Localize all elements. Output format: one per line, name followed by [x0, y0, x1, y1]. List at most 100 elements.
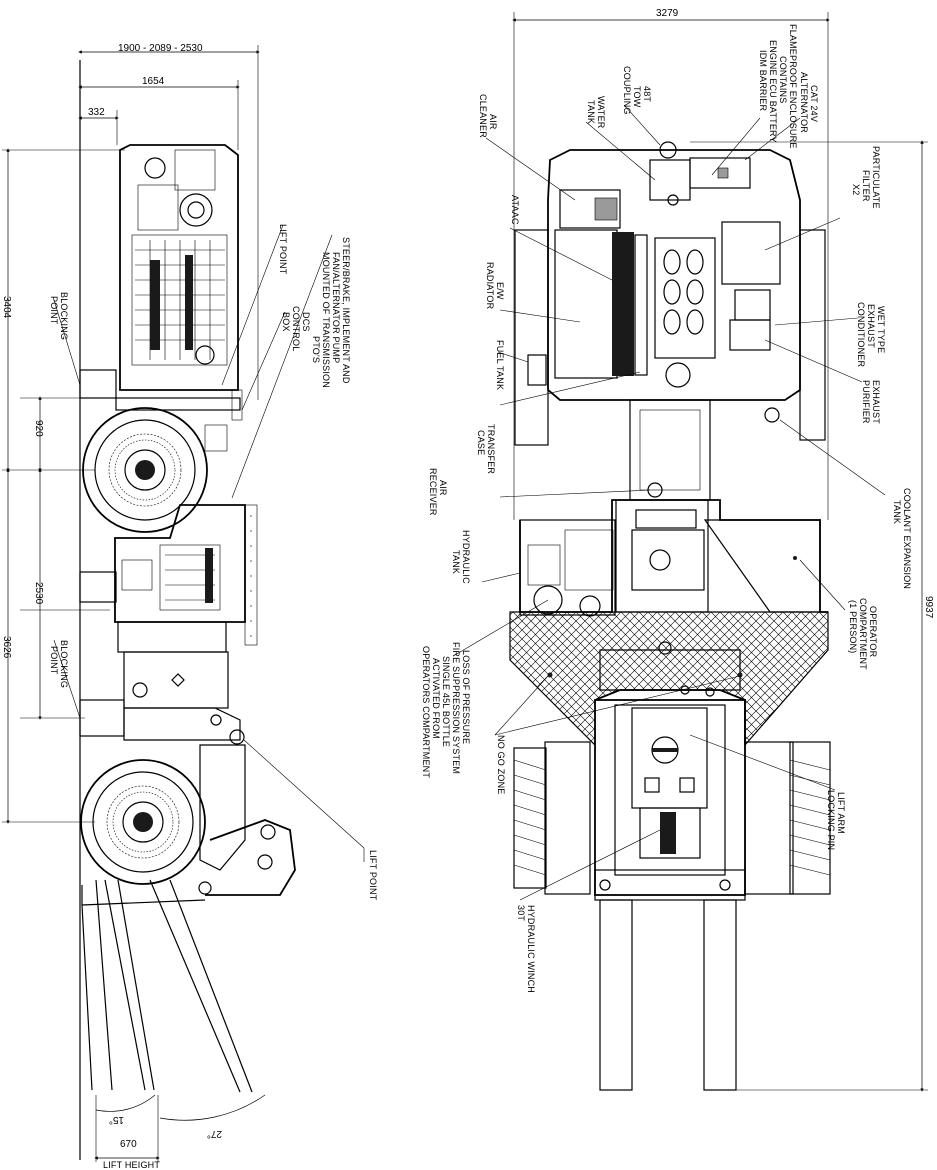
label-blocking-point-bottom: BLOCKING POINT	[49, 640, 69, 688]
dim-920: 920	[33, 420, 44, 437]
svg-text:EXHAUST: EXHAUST	[866, 304, 876, 348]
svg-text:STEER/BRAKE, IMPLEMENT AND: STEER/BRAKE, IMPLEMENT AND	[341, 237, 351, 384]
svg-text:COMPARTMENT: COMPARTMENT	[858, 598, 868, 670]
svg-text:CONTAINS: CONTAINS	[778, 56, 788, 103]
svg-text:RADIATOR: RADIATOR	[485, 262, 495, 310]
svg-text:LOSS OF PRESSURE: LOSS OF PRESSURE	[461, 650, 471, 744]
svg-text:HYDRAULIC WINCH: HYDRAULIC WINCH	[526, 905, 536, 993]
svg-text:ATAAC: ATAAC	[510, 195, 520, 225]
label-steer-brake: STEER/BRAKE, IMPLEMENT AND FAN/ALTERNATO…	[311, 237, 351, 388]
label-air-cleaner: AIR CLEANER	[478, 94, 498, 138]
svg-text:CONTROL: CONTROL	[291, 306, 301, 351]
front-wheel	[82, 407, 208, 533]
dim-3626: 3626	[1, 636, 12, 659]
svg-text:TANK: TANK	[451, 550, 461, 574]
svg-text:COOLANT EXPANSION: COOLANT EXPANSION	[902, 488, 912, 589]
label-dcs-control-box: DCS CONTROL BOX	[281, 306, 311, 351]
label-fire-suppression: LOSS OF PRESSURE FIRE SUPPRESSION SYSTEM…	[421, 642, 471, 778]
dim-2530: 2530	[33, 582, 44, 605]
lift-arm-forks	[81, 819, 296, 1093]
svg-text:CAT 24V: CAT 24V	[809, 85, 819, 122]
label-transfer-case: TRANSFER CASE	[476, 424, 496, 474]
svg-text:BOX: BOX	[281, 312, 291, 332]
label-lift-point-top: LIFT POINT	[278, 224, 288, 275]
svg-text:FLAMEPROOF ENCLOSURE: FLAMEPROOF ENCLOSURE	[788, 24, 798, 149]
label-coolant-expansion-tank: COOLANT EXPANSION TANK	[892, 488, 912, 589]
label-lift-arm-locking-pin: LIFT ARM LOCKING PIN	[826, 790, 846, 850]
label-ataac: ATAAC	[510, 195, 520, 225]
svg-text:AIR: AIR	[438, 480, 448, 496]
svg-text:OPERATORS COMPARTMENT: OPERATORS COMPARTMENT	[421, 646, 431, 778]
svg-text:BLOCKING: BLOCKING	[59, 292, 69, 340]
svg-text:LOCKING PIN: LOCKING PIN	[826, 790, 836, 850]
svg-text:FILTER: FILTER	[861, 170, 871, 202]
dim-3279: 3279	[656, 8, 679, 19]
svg-text:CASE: CASE	[476, 430, 486, 455]
label-water-tank: WATER TANK	[586, 96, 606, 129]
svg-text:FIRE SUPPRESSION SYSTEM: FIRE SUPPRESSION SYSTEM	[451, 642, 461, 774]
svg-text:48T: 48T	[642, 86, 652, 102]
svg-text:FAN/ALTERNATOR PUMP: FAN/ALTERNATOR PUMP	[331, 252, 341, 363]
lift-height-label: LIFT HEIGHT	[103, 1160, 160, 1170]
label-operator-compartment: OPERATOR COMPARTMENT (1 PERSON)	[848, 598, 878, 670]
side-dimensions-left: 3404 3626 920 2530	[1, 148, 125, 824]
svg-text:TANK: TANK	[892, 500, 902, 524]
label-hydraulic-winch: HYDRAULIC WINCH 30T	[516, 905, 536, 993]
side-dimensions-top: 1900 - 2089 - 2530 1654 332	[78, 43, 260, 400]
label-no-go-zone: NO GO ZONE	[496, 735, 506, 795]
label-hydraulic-tank: HYDRAULIC TANK	[451, 530, 471, 584]
svg-text:(1 PERSON): (1 PERSON)	[848, 600, 858, 654]
rear-wheel	[80, 759, 206, 885]
dim-670: 670	[120, 1139, 137, 1150]
engine-detail	[131, 234, 228, 366]
dim-wheelbase-options: 1900 - 2089 - 2530	[118, 43, 203, 54]
label-air-receiver: AIR RECEIVER	[428, 468, 448, 516]
label-exhaust-purifier: EXHAUST PURIFIER	[861, 380, 881, 424]
svg-text:DCS: DCS	[301, 312, 311, 332]
svg-text:30T: 30T	[516, 905, 526, 921]
svg-text:ENGINE ECU BATTERY: ENGINE ECU BATTERY	[768, 40, 778, 143]
svg-text:E/W: E/W	[495, 282, 505, 300]
svg-text:WATER: WATER	[596, 96, 606, 129]
svg-text:ACTIVATED FROM: ACTIVATED FROM	[431, 658, 441, 739]
svg-text:LIFT POINT: LIFT POINT	[278, 224, 288, 275]
svg-text:CONDITIONER: CONDITIONER	[856, 302, 866, 368]
svg-text:HYDRAULIC: HYDRAULIC	[461, 530, 471, 584]
svg-text:ALTERNATOR: ALTERNATOR	[799, 72, 809, 133]
svg-text:TANK: TANK	[586, 100, 596, 124]
dim-332: 332	[88, 107, 105, 118]
svg-text:NO GO ZONE: NO GO ZONE	[496, 735, 506, 795]
svg-text:IDM BARRIER: IDM BARRIER	[758, 50, 768, 112]
svg-text:MOUNTED OF TRANSMISSION: MOUNTED OF TRANSMISSION	[321, 252, 331, 388]
label-flameproof-enclosure: FLAMEPROOF ENCLOSURE CONTAINS ENGINE ECU…	[758, 24, 798, 149]
svg-text:POINT: POINT	[49, 646, 59, 675]
engine-top	[654, 237, 716, 388]
svg-text:COUPLING: COUPLING	[622, 66, 632, 115]
label-lift-point-bottom: LIFT POINT	[368, 850, 378, 901]
svg-text:X2: X2	[851, 184, 861, 195]
svg-text:BLOCKING: BLOCKING	[59, 640, 69, 688]
svg-text:TOW: TOW	[632, 86, 642, 108]
svg-text:SINGLE 45L BOTTLE: SINGLE 45L BOTTLE	[441, 656, 451, 747]
label-wet-type-exhaust: WET TYPE EXHAUST CONDITIONER	[856, 302, 886, 368]
svg-text:PURIFIER: PURIFIER	[861, 380, 871, 424]
svg-text:RECEIVER: RECEIVER	[428, 468, 438, 516]
svg-text:PARTICULATE: PARTICULATE	[871, 146, 881, 209]
label-ew-radiator: E/W RADIATOR	[485, 262, 505, 310]
angle-27: 27°	[207, 1128, 222, 1139]
label-fuel-tank: FUEL TANK	[495, 340, 505, 390]
angle-15: 15°	[109, 1114, 124, 1125]
svg-text:LIFT POINT: LIFT POINT	[368, 850, 378, 901]
side-view: 1900 - 2089 - 2530 1654 332 3404 3626 92…	[1, 43, 378, 1170]
label-particulate-filter: PARTICULATE FILTER X2	[851, 146, 881, 209]
dim-3404: 3404	[1, 296, 12, 319]
top-view: 3279 9937	[421, 8, 934, 1092]
svg-text:EXHAUST: EXHAUST	[871, 380, 881, 424]
svg-text:POINT: POINT	[49, 296, 59, 325]
dim-1654: 1654	[142, 76, 165, 87]
svg-text:TRANSFER: TRANSFER	[486, 424, 496, 474]
svg-text:WET TYPE: WET TYPE	[876, 306, 886, 353]
label-blocking-point-top: BLOCKING POINT	[49, 292, 69, 340]
dim-9937: 9937	[923, 596, 934, 619]
